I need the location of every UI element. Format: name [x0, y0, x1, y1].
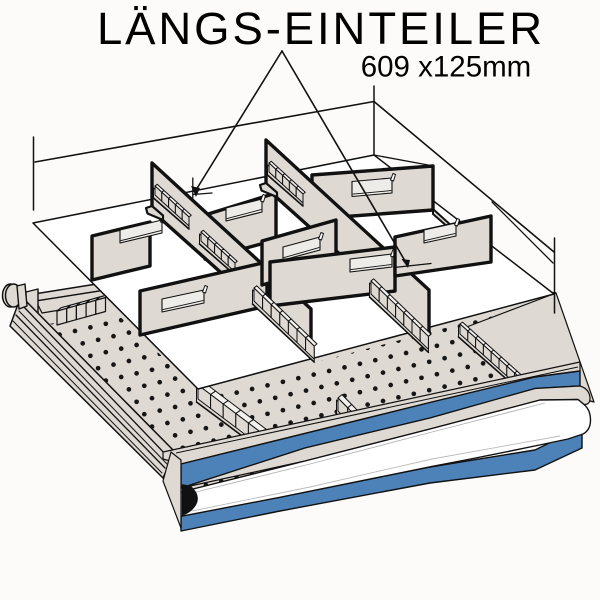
svg-text:LÄNGS-EINTEILER: LÄNGS-EINTEILER [97, 3, 545, 54]
svg-text:609 x125mm: 609 x125mm [361, 51, 532, 84]
